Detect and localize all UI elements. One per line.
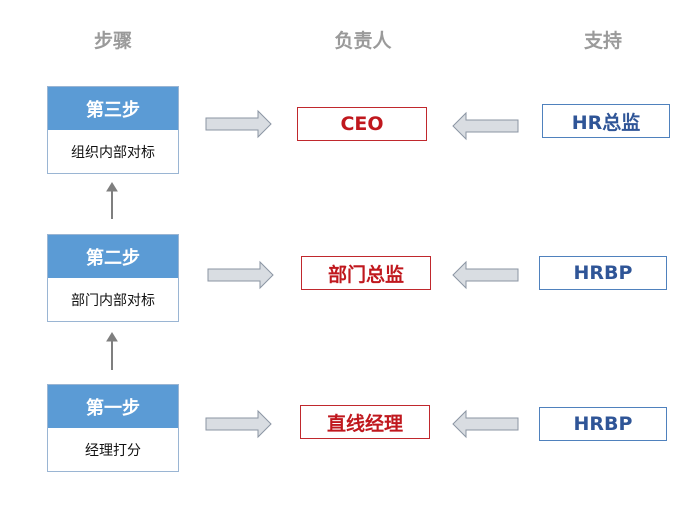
owner-box-dept-director: 部门总监 [301,256,431,290]
step-desc: 组织内部对标 [71,144,155,161]
right-arrow-row3 [205,409,272,439]
right-arrow-row1 [205,109,272,139]
owner-box-ceo: CEO [297,107,427,141]
step-box-3: 第三步 组织内部对标 [47,86,179,174]
left-arrow-row1 [452,111,519,141]
support-box-hrbp-row3: HRBP [539,407,667,441]
header-support: 支持 [583,30,622,52]
step-box-2: 第二步 部门内部对标 [47,234,179,322]
step-title: 第三步 [48,87,178,130]
support-box-hrbp-row2: HRBP [539,256,667,290]
up-arrow-2-to-3 [106,182,118,219]
header-steps: 步骤 [93,30,132,52]
step-title: 第二步 [48,235,178,278]
step-desc: 经理打分 [85,442,141,459]
left-arrow-row2 [452,260,519,290]
owner-box-line-manager: 直线经理 [300,405,430,439]
up-arrow-1-to-2 [106,332,118,370]
step-title: 第一步 [48,385,178,428]
step-desc: 部门内部对标 [71,292,155,309]
left-arrow-row3 [452,409,519,439]
support-box-hr-director: HR总监 [542,104,670,138]
step-box-1: 第一步 经理打分 [47,384,179,472]
right-arrow-row2 [207,260,274,290]
header-owner: 负责人 [334,30,392,52]
